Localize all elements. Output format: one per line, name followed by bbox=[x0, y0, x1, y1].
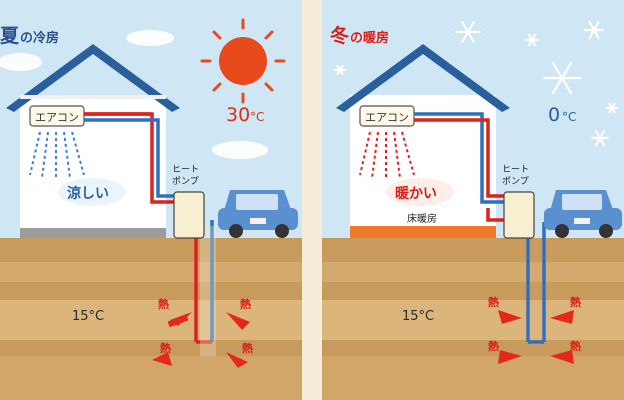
summer-ground-temp: 15°C bbox=[72, 309, 104, 324]
summer-pipes bbox=[84, 112, 214, 344]
summer-heat-label-3: 熱 bbox=[160, 341, 171, 355]
winter-heatpump-line1: ヒート bbox=[502, 164, 529, 175]
winter-air-feel: 暖かい bbox=[395, 185, 437, 202]
summer-heatpump-line2: ポンプ bbox=[172, 176, 199, 187]
winter-heat-label-3: 熱 bbox=[488, 339, 499, 353]
summer-heatpump bbox=[173, 191, 205, 239]
winter-outdoor-temp: 0 bbox=[548, 104, 560, 126]
car-icon bbox=[544, 190, 622, 238]
winter-aircon-label: エアコン bbox=[365, 111, 409, 124]
cool-air-icon bbox=[29, 131, 85, 180]
winter-pipes bbox=[414, 112, 546, 344]
summer-aircon bbox=[29, 105, 85, 127]
summer-heat-label-1: 熱 bbox=[158, 297, 169, 311]
car-icon bbox=[218, 190, 298, 238]
panel-divider bbox=[302, 0, 322, 400]
winter-aircon bbox=[359, 105, 415, 127]
heat-in-arrows bbox=[498, 310, 574, 364]
summer-heatpump-line1: ヒート bbox=[172, 164, 199, 175]
winter-heatpump bbox=[503, 191, 535, 239]
summer-heat-label-4: 熱 bbox=[242, 341, 253, 355]
summer-title-main: 夏 bbox=[0, 25, 20, 47]
warm-air-icon bbox=[359, 131, 415, 180]
summer-title-rest: の冷房 bbox=[20, 30, 59, 46]
summer-heat-label-2: 熱 bbox=[240, 297, 251, 311]
winter-heat-label-2: 熱 bbox=[570, 295, 581, 309]
summer-outdoor-temp: 30 bbox=[226, 104, 250, 126]
sun-icon bbox=[200, 18, 286, 104]
winter-panel: 冬 の暖房 0 °C エアコン 暖かい bbox=[322, 0, 624, 400]
summer-panel: 夏 の冷房 30 °C エアコン bbox=[0, 0, 302, 400]
heat-out-arrows bbox=[152, 312, 250, 368]
winter-ground-temp: 15°C bbox=[402, 309, 434, 324]
snowflake-icon bbox=[333, 20, 619, 147]
winter-floor-label: 床暖房 bbox=[407, 212, 437, 225]
winter-heat-label-1: 熱 bbox=[488, 295, 499, 309]
winter-heat-label-4: 熱 bbox=[570, 339, 581, 353]
winter-title-rest: の暖房 bbox=[350, 30, 389, 46]
winter-title-main: 冬 bbox=[330, 24, 349, 47]
summer-air-feel: 涼しい bbox=[67, 185, 109, 202]
summer-outdoor-unit: °C bbox=[250, 110, 264, 124]
summer-aircon-label: エアコン bbox=[35, 111, 79, 124]
cloud-icon bbox=[0, 30, 268, 159]
winter-outdoor-unit: °C bbox=[562, 110, 576, 124]
winter-heatpump-line2: ポンプ bbox=[502, 176, 529, 187]
